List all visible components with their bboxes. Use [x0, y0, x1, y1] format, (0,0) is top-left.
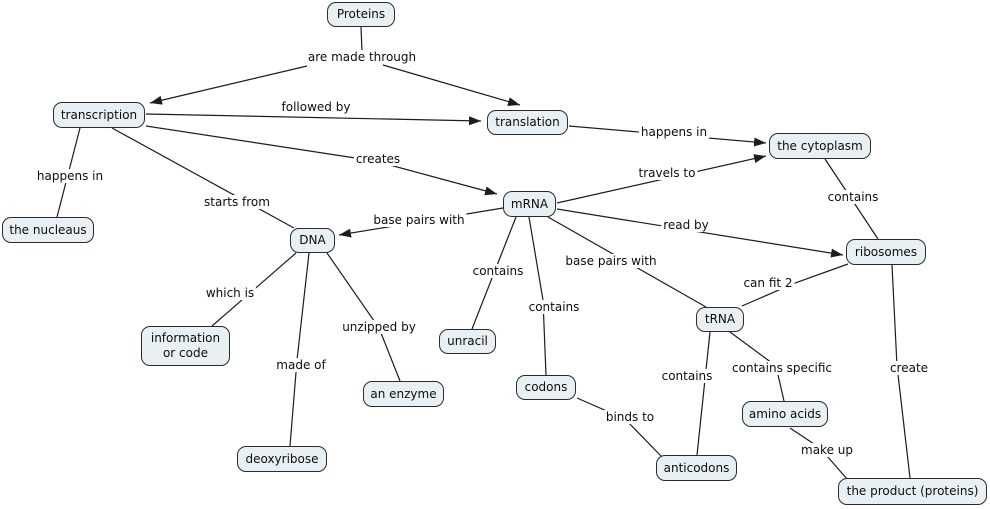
edge-label-read-by[interactable]: read by [661, 218, 711, 232]
node-trna[interactable]: tRNA [696, 307, 744, 332]
node-dna[interactable]: DNA [290, 228, 335, 253]
node-transcription[interactable]: transcription [53, 102, 145, 128]
edge-label-create[interactable]: create [887, 361, 931, 375]
node-amino-acids[interactable]: amino acids [742, 401, 828, 427]
edge-label-contains-specific[interactable]: contains specific [730, 361, 834, 375]
node-an-enzyme[interactable]: an enzyme [363, 381, 444, 407]
node-deoxyribose[interactable]: deoxyribose [237, 446, 327, 472]
edge-label-followed-by[interactable]: followed by [279, 100, 353, 114]
edge-label-happens-in-right[interactable]: happens in [638, 125, 710, 139]
edge-label-make-up[interactable]: make up [799, 443, 855, 457]
edge-line-amt-to-translation [382, 64, 521, 106]
node-translation[interactable]: translation [487, 110, 568, 135]
node-proteins[interactable]: Proteins [327, 2, 395, 27]
edge-line-can-fit-2 [741, 263, 849, 307]
edge-label-starts-from[interactable]: starts from [202, 195, 272, 209]
edge-label-contains-codons[interactable]: contains [526, 300, 582, 314]
edge-label-made-of[interactable]: made of [274, 358, 328, 372]
edge-line-starts-from [111, 127, 295, 229]
node-the-cytoplasm[interactable]: the cytoplasm [769, 133, 871, 159]
edge-line-amt-to-transcription [149, 65, 308, 105]
edge-label-unzipped-by[interactable]: unzipped by [340, 320, 418, 334]
edge-label-which-is[interactable]: which is [203, 286, 257, 300]
edge-label-can-fit-2[interactable]: can fit 2 [741, 276, 795, 290]
edge-line-contains-codons [528, 216, 547, 376]
edge-label-base-pairs-with-trna[interactable]: base pairs with [563, 254, 659, 268]
node-unracil[interactable]: unracil [439, 329, 496, 354]
edge-label-contains-cytoplasm[interactable]: contains [825, 190, 881, 204]
edge-label-creates[interactable]: creates [353, 152, 403, 166]
edge-label-contains-anticodons[interactable]: contains [659, 369, 715, 383]
edge-line-made-of [289, 252, 310, 447]
edge-line-contains-anticodons [696, 331, 711, 456]
edge-line-read-by [556, 208, 844, 258]
node-information-or-code[interactable]: information or code [141, 326, 230, 366]
edge-label-travels-to[interactable]: travels to [636, 166, 698, 180]
node-the-product[interactable]: the product (proteins) [838, 478, 987, 505]
node-ribosomes[interactable]: ribosomes [846, 239, 926, 265]
edge-line-unzipped-by [326, 252, 401, 382]
edge-label-happens-in-left[interactable]: happens in [34, 169, 106, 183]
edge-label-contains-unracil[interactable]: contains [470, 264, 526, 278]
edge-line-creates [145, 125, 498, 196]
edge-line-followed-by [145, 113, 482, 126]
node-codons[interactable]: codons [516, 375, 576, 400]
edge-label-binds-to[interactable]: binds to [603, 410, 657, 424]
edge-label-are-made-through[interactable]: are made through [305, 50, 419, 64]
node-the-nucleaus[interactable]: the nucleaus [2, 217, 94, 243]
edge-label-base-pairs-with-dna[interactable]: base pairs with [371, 213, 467, 227]
node-mrna[interactable]: mRNA [503, 191, 556, 217]
node-anticodons[interactable]: anticodons [656, 455, 737, 481]
edge-line-binds-to [576, 397, 662, 457]
edge-line-proteins-stem [360, 26, 363, 53]
